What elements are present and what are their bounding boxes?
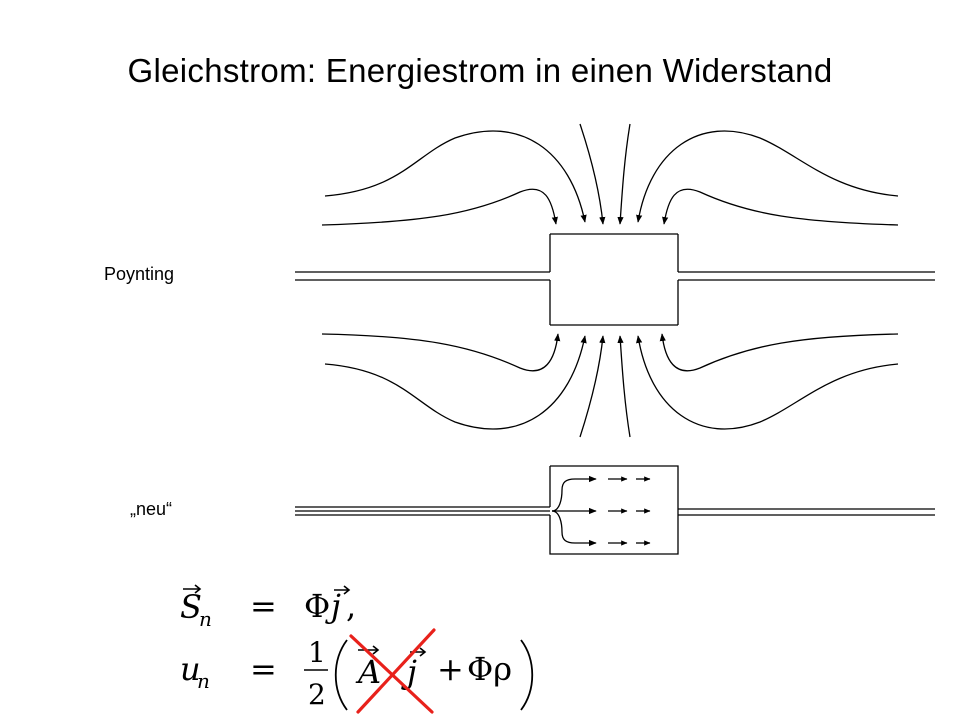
eq1-phi: Φ bbox=[304, 587, 330, 625]
field-line bbox=[324, 130, 587, 223]
new-label: „neu“ bbox=[130, 499, 173, 519]
field-line bbox=[324, 335, 587, 430]
eq1-comma: , bbox=[346, 587, 356, 625]
eq1-lhs: S bbox=[180, 588, 202, 626]
vector-arrow bbox=[183, 584, 202, 594]
equations: S n = Φ j , u n = 1 2 A j bbox=[180, 584, 534, 714]
eq1-lhs-sub: n bbox=[199, 607, 212, 631]
eq2-frac-den: 2 bbox=[308, 678, 326, 711]
field-line bbox=[636, 130, 899, 223]
field-line bbox=[579, 123, 606, 225]
field-line bbox=[321, 188, 558, 226]
poynting-label: Poynting bbox=[104, 264, 175, 284]
vector-arrow bbox=[334, 585, 351, 595]
paren-left bbox=[334, 639, 348, 711]
wire-right bbox=[678, 271, 935, 281]
strike-cross bbox=[349, 628, 436, 714]
paren-right bbox=[520, 639, 534, 711]
eq2-lhs-sub: n bbox=[197, 669, 210, 693]
field-line bbox=[659, 333, 899, 372]
field-line bbox=[617, 335, 631, 438]
field-line bbox=[617, 123, 631, 225]
new-wire-right bbox=[678, 508, 935, 516]
new-resistor bbox=[549, 465, 679, 555]
new-wire-left bbox=[295, 506, 550, 516]
branch-top bbox=[551, 475, 597, 512]
eq2-equals: = bbox=[250, 650, 277, 688]
slide-title: Gleichstrom: Energiestrom in einen Wider… bbox=[127, 52, 833, 89]
field-line bbox=[321, 333, 561, 372]
field-line bbox=[636, 335, 899, 430]
wire-left bbox=[295, 271, 550, 281]
field-line bbox=[579, 335, 606, 438]
eq2-lhs: u bbox=[180, 650, 201, 688]
eq2-plus: + bbox=[437, 650, 464, 688]
equation-2: u n = 1 2 A j + Φρ bbox=[180, 636, 534, 711]
eq2-phi-rho: Φρ bbox=[467, 650, 512, 688]
field-line bbox=[662, 188, 899, 226]
eq1-equals: = bbox=[250, 587, 277, 625]
poynting-diagram bbox=[295, 123, 935, 438]
branch-bottom bbox=[551, 510, 597, 547]
new-diagram bbox=[295, 465, 935, 555]
equation-1: S n = Φ j , bbox=[180, 584, 356, 631]
eq2-frac-num: 1 bbox=[308, 636, 326, 669]
